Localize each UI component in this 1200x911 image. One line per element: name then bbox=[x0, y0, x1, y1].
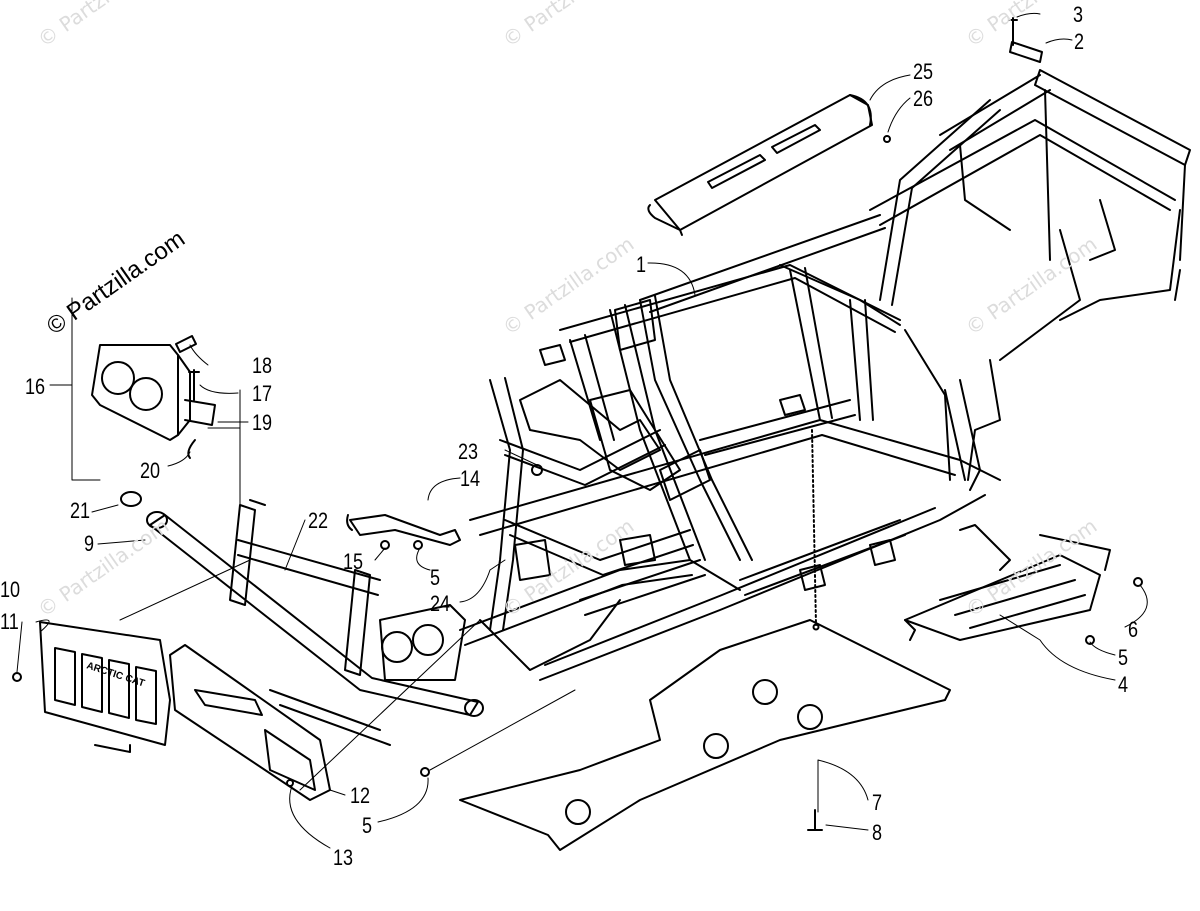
callout-label: 5 bbox=[430, 565, 441, 590]
skid-plate bbox=[459, 429, 951, 851]
headlight-lower bbox=[379, 604, 466, 681]
callout-label: 10 bbox=[0, 577, 21, 602]
callout-label: 18 bbox=[252, 353, 273, 378]
callout-label: 16 bbox=[25, 374, 46, 399]
callout-label: 24 bbox=[430, 591, 451, 616]
leader-lines bbox=[16, 12, 1148, 849]
callout-label: 2 bbox=[1074, 29, 1085, 54]
guard-plate bbox=[169, 644, 331, 801]
callout-label: 7 bbox=[872, 790, 883, 815]
callout-label: 5 bbox=[362, 813, 373, 838]
callout-label: 19 bbox=[252, 410, 273, 435]
fasteners bbox=[12, 17, 1143, 831]
callout-label: 22 bbox=[308, 508, 329, 533]
callout-label: 15 bbox=[343, 549, 364, 574]
callout-label: 17 bbox=[252, 381, 273, 406]
heat-shield bbox=[647, 94, 891, 236]
callout-label: 9 bbox=[84, 531, 95, 556]
headlight-assembly bbox=[91, 335, 216, 459]
callout-label: 12 bbox=[350, 783, 371, 808]
front-bumper bbox=[146, 499, 484, 746]
callout-label: 3 bbox=[1073, 2, 1084, 27]
callout-label: 14 bbox=[460, 466, 481, 491]
callout-label: 11 bbox=[0, 609, 19, 634]
callout-label: 5 bbox=[1118, 645, 1129, 670]
callout-label: 4 bbox=[1118, 672, 1129, 697]
callout-label: 8 bbox=[872, 820, 883, 845]
callout-label: 20 bbox=[140, 458, 161, 483]
callout-label: 1 bbox=[636, 252, 647, 277]
callout-label: 26 bbox=[913, 86, 934, 111]
footrest bbox=[904, 524, 1111, 641]
callout-label: 23 bbox=[458, 439, 479, 464]
grommet bbox=[120, 491, 142, 507]
callout-label: 21 bbox=[70, 498, 91, 523]
front-grille bbox=[39, 621, 171, 753]
callout-label: 6 bbox=[1128, 617, 1139, 642]
side-bracket bbox=[346, 514, 461, 546]
callout-label: 13 bbox=[333, 845, 354, 870]
callout-label: 25 bbox=[913, 59, 934, 84]
frame-assembly bbox=[459, 69, 1191, 681]
